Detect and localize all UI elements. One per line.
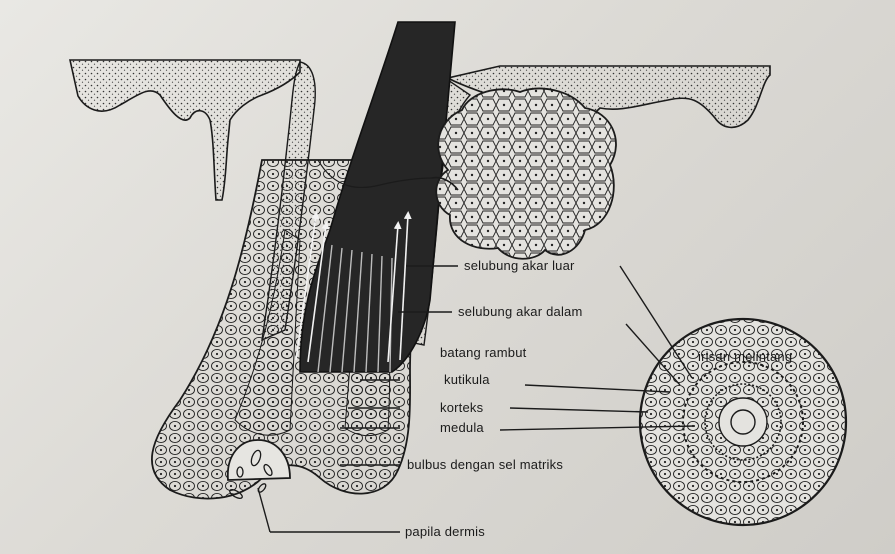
label-bulbus: bulbus dengan sel matriks xyxy=(407,457,563,472)
label-medula: medula xyxy=(440,420,484,435)
label-batang-rambut: batang rambut xyxy=(440,345,526,360)
label-kutikula: kutikula xyxy=(444,372,490,387)
label-korteks: korteks xyxy=(440,400,483,415)
label-selubung-akar-dalam: selubung akar dalam xyxy=(458,304,583,319)
label-papila-dermis: papila dermis xyxy=(405,524,485,539)
label-selubung-akar-luar: selubung akar luar xyxy=(464,258,575,273)
label-irisan-melintang: irisan melintang xyxy=(698,349,792,364)
